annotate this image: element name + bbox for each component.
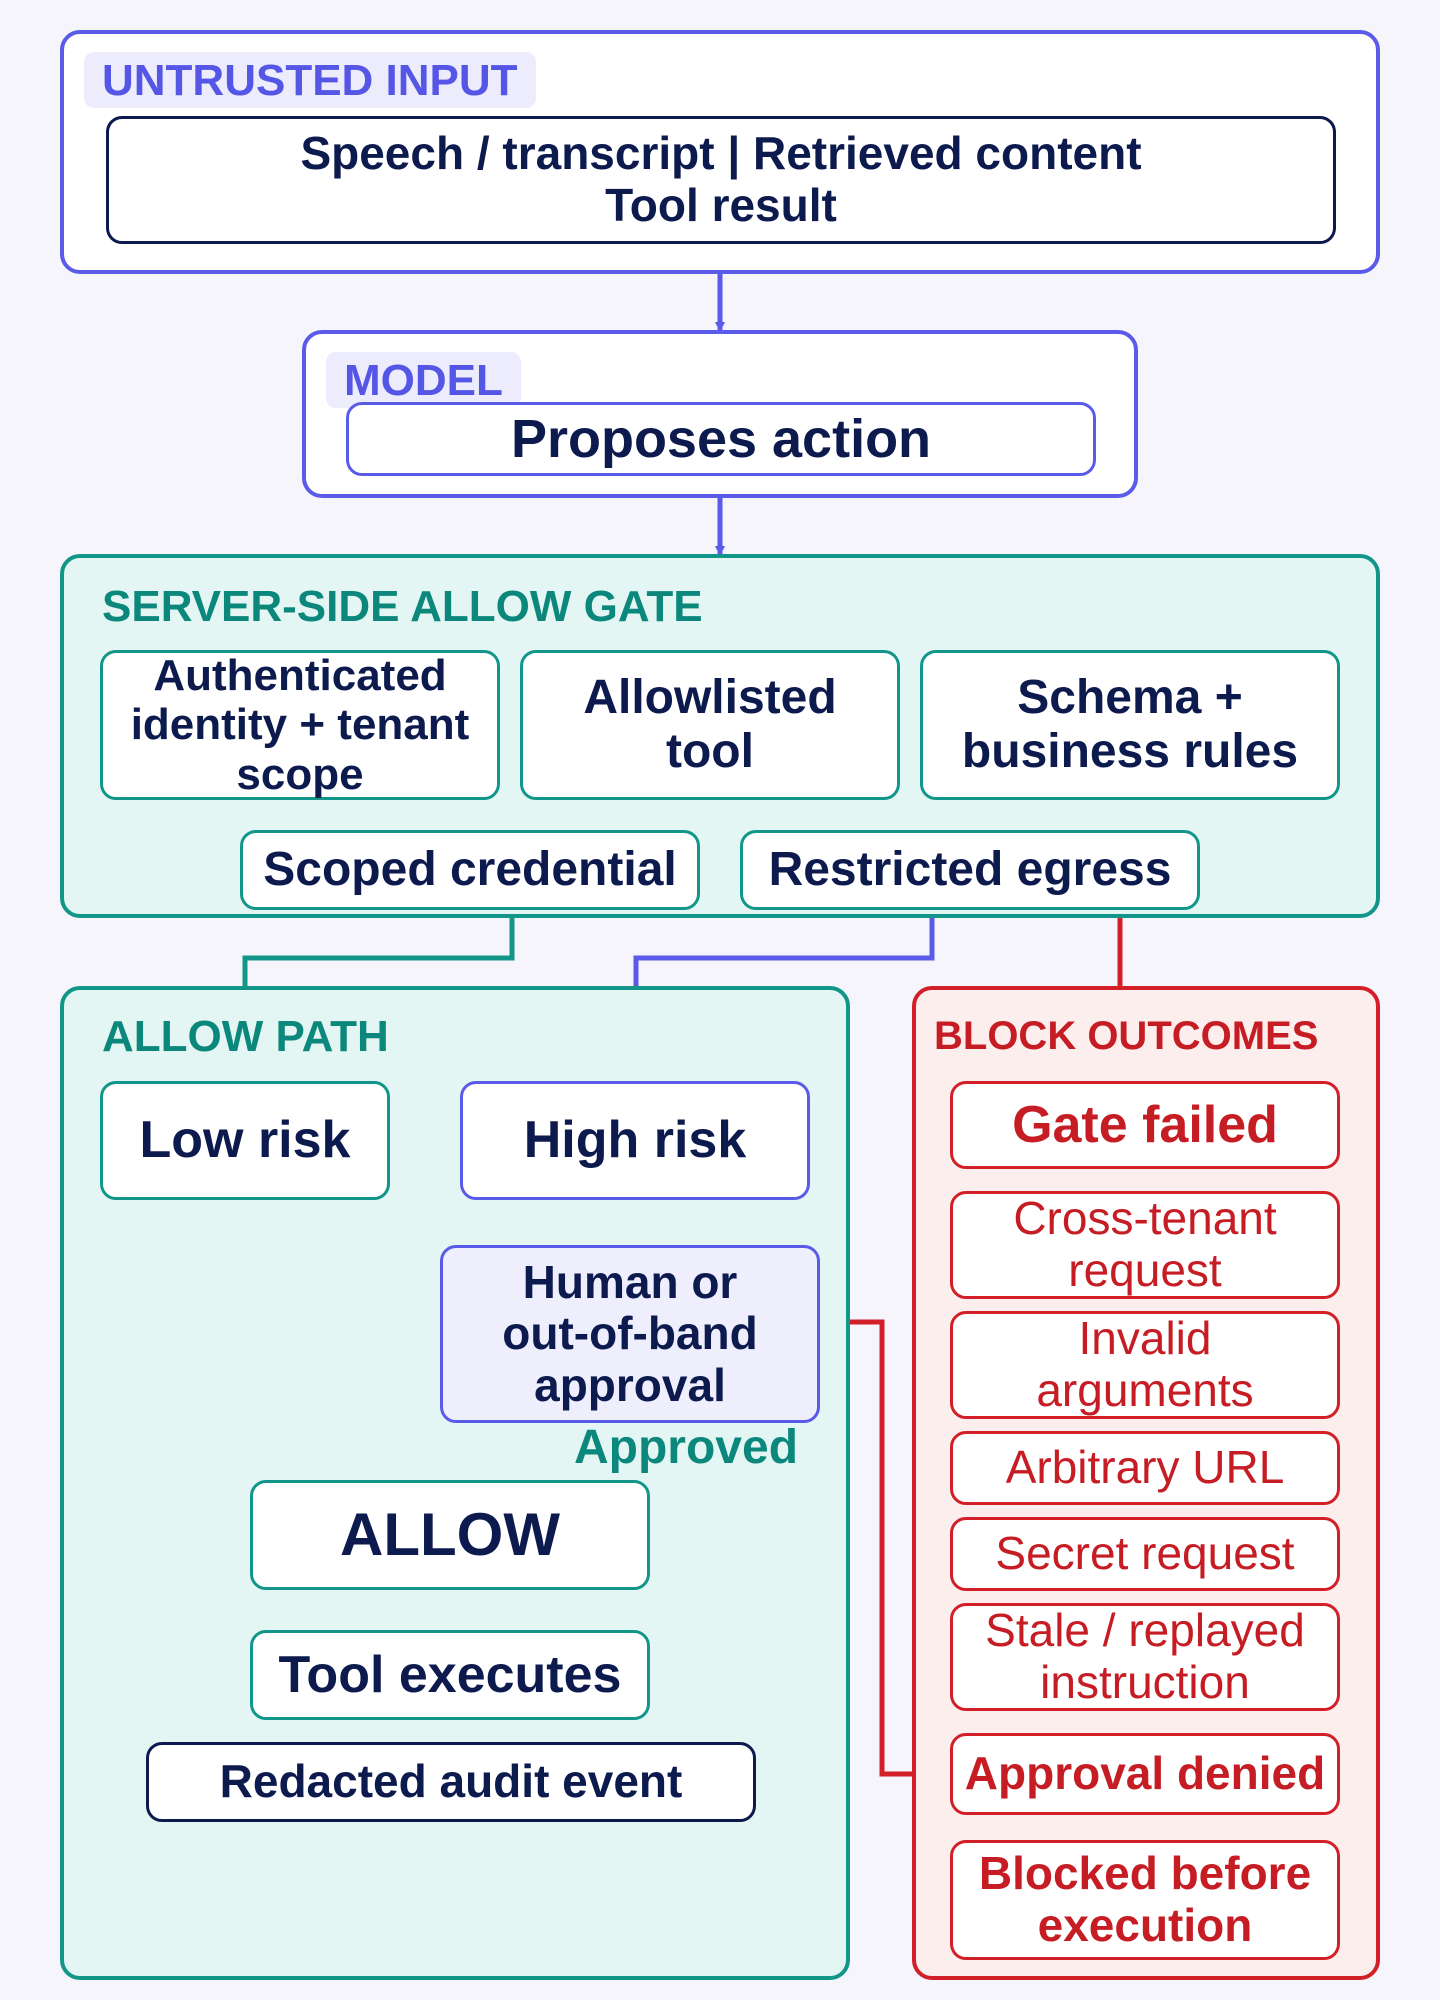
- check-scoped-credential: Scoped credential: [240, 830, 700, 910]
- gate-failed-box: Gate failed: [950, 1081, 1340, 1169]
- reason-secret-request: Secret request: [950, 1517, 1340, 1591]
- blocked-before-execution-box: Blocked before execution: [950, 1840, 1340, 1960]
- allow-box: ALLOW: [250, 1480, 650, 1590]
- high-risk-box: High risk: [460, 1081, 810, 1200]
- reason-cross-tenant: Cross-tenant request: [950, 1191, 1340, 1299]
- reason-invalid-arguments: Invalid arguments: [950, 1311, 1340, 1419]
- check-restricted-egress: Restricted egress: [740, 830, 1200, 910]
- input-sources-box: Speech / transcript | Retrieved content …: [106, 116, 1336, 244]
- approval-box: Human or out-of-band approval: [440, 1245, 820, 1423]
- allow-path-tag: ALLOW PATH: [102, 1012, 389, 1061]
- check-allowlisted-tool: Allowlisted tool: [520, 650, 900, 800]
- approved-label: Approved: [574, 1421, 799, 1474]
- reason-stale-replayed: Stale / replayed instruction: [950, 1603, 1340, 1711]
- tool-executes-box: Tool executes: [250, 1630, 650, 1720]
- check-authenticated-identity: Authenticated identity + tenant scope: [100, 650, 500, 800]
- low-risk-box: Low risk: [100, 1081, 390, 1200]
- proposes-action-box: Proposes action: [346, 402, 1096, 476]
- approval-denied-box: Approval denied: [950, 1733, 1340, 1815]
- untrusted-input-tag: UNTRUSTED INPUT: [84, 52, 536, 108]
- audit-event-box: Redacted audit event: [146, 1742, 756, 1822]
- check-schema-business-rules: Schema + business rules: [920, 650, 1340, 800]
- reason-arbitrary-url: Arbitrary URL: [950, 1431, 1340, 1505]
- block-outcomes-tag: BLOCK OUTCOMES: [934, 1014, 1319, 1058]
- allow-gate-tag: SERVER-SIDE ALLOW GATE: [102, 582, 703, 631]
- model-tag: MODEL: [326, 352, 521, 408]
